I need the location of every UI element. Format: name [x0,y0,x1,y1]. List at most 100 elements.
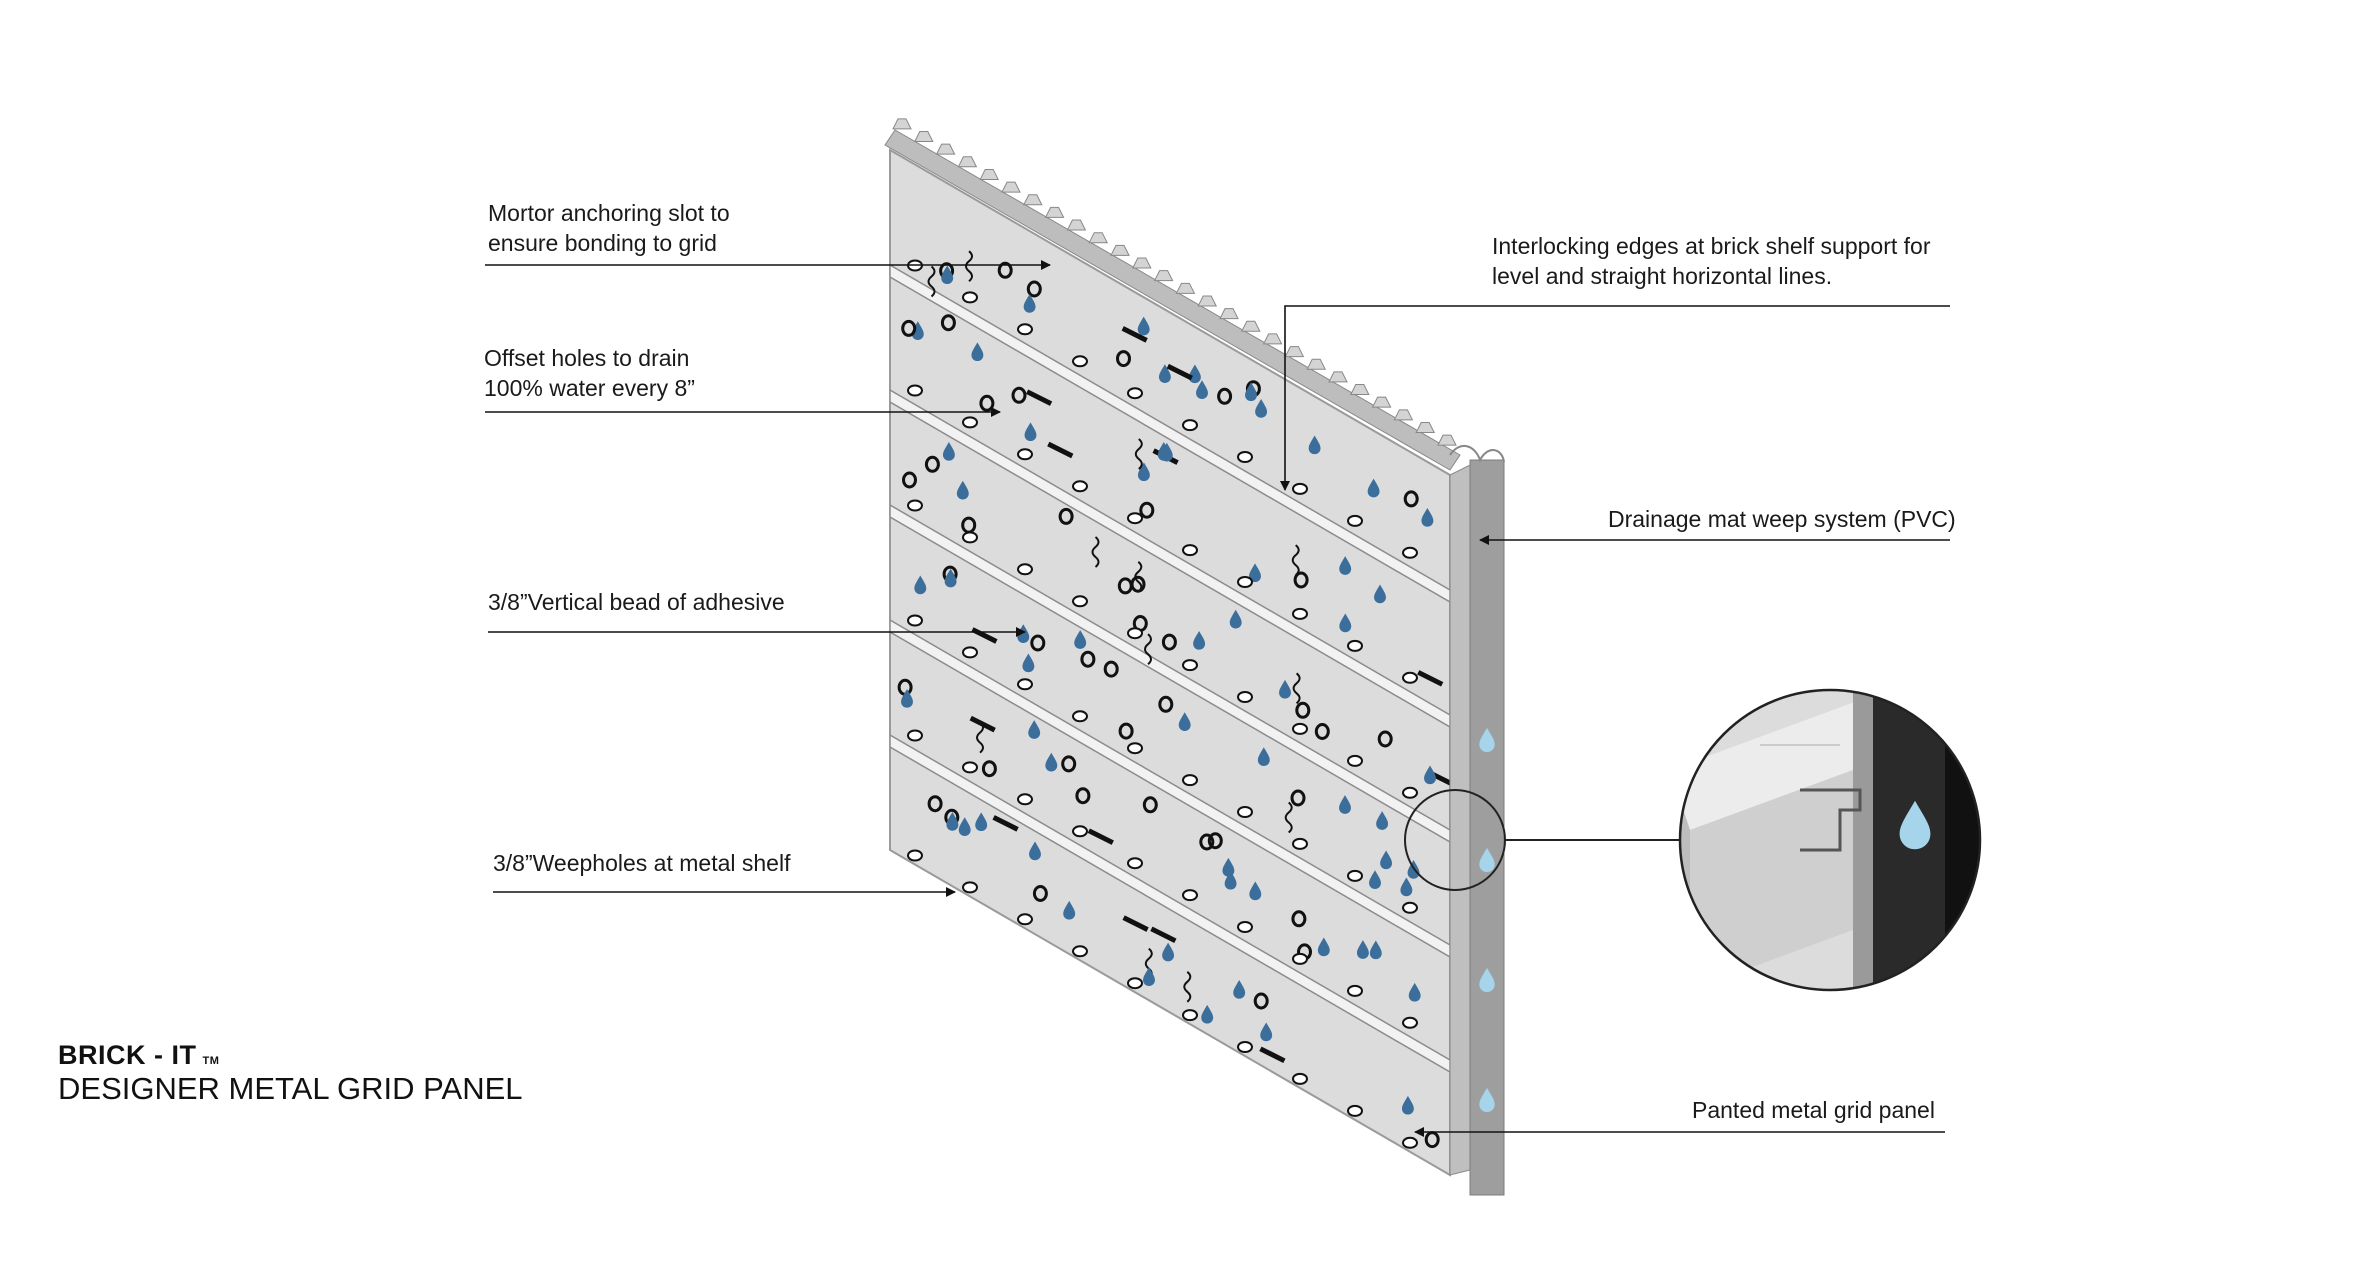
weephole-icon [1182,1009,1198,1022]
adhesive-squiggle-icon [1134,438,1143,470]
weephole-icon [1182,419,1198,432]
oval-hole-icon [1199,833,1215,851]
weephole-icon [907,729,923,742]
corrugation-tooth [892,118,912,130]
mortar-slot-icon [1122,915,1149,932]
oval-hole-icon [1158,695,1174,713]
mortar-slot-icon [1166,363,1193,381]
adhesive-squiggle-icon [965,250,973,282]
corrugation-tooth [1349,384,1370,396]
oval-hole-icon [927,795,943,813]
oval-hole-icon [1103,660,1119,678]
corrugation-tooth [1044,206,1065,218]
brick-shelf [890,733,1450,1074]
weephole-icon [1237,1041,1253,1053]
weephole-icon [962,291,978,304]
adhesive-squiggle-icon [1134,561,1143,593]
adhesive-squiggle-icon [1091,536,1100,568]
adhesive-squiggle-icon [1144,633,1152,665]
oval-hole-icon [981,760,997,778]
weephole-icon [1237,921,1253,933]
weephole-icon [907,849,923,862]
weephole-icon [962,881,978,894]
corrugation-tooth [1197,295,1218,307]
weephole-icon [1402,546,1418,559]
mortar-slot-icon [1150,926,1177,944]
oval-hole-icon [1117,577,1133,595]
weephole-icon [1127,977,1143,990]
weephole-icon [1402,671,1418,684]
weephole-icon [1072,480,1088,493]
weephole-icon [1127,512,1143,525]
oval-hole-icon [1403,490,1419,508]
corrugation-tooth [1306,358,1327,370]
weephole-icon [1017,448,1033,461]
weephole-icon [1017,793,1033,806]
weephole-icon [1127,627,1143,640]
mortar-slot-icon [1025,389,1053,406]
corrugation-tooth [1284,346,1305,358]
weephole-icon [962,646,978,659]
weephole-icon [1237,451,1253,463]
weephole-icon [1182,544,1198,557]
brick-shelf [890,618,1450,959]
mortar-slot-icon [1121,326,1148,343]
weephole-icon [1347,869,1363,882]
weephole-icon [1347,639,1363,652]
corrugation-tooth [1131,257,1152,269]
oval-hole-icon [1377,730,1393,748]
corrugation-tooth [1437,434,1457,446]
callout-painted-panel: Panted metal grid panel [1692,1097,1935,1123]
weephole-icon [1292,722,1308,735]
weephole-icon [1072,825,1088,838]
callout-vertical-bead: 3/8”Vertical bead of adhesive [488,589,785,615]
oval-hole-icon [1116,350,1131,368]
weephole-icon [1017,678,1033,691]
zoom-detail [1678,688,1982,992]
oval-hole-icon [997,261,1013,279]
corrugation-tooth [1219,308,1239,320]
callout-weepholes: 3/8”Weepholes at metal shelf [493,850,791,876]
weephole-icon [907,384,923,397]
weephole-icon [1347,754,1363,767]
brand-name: BRICK - IT [58,1040,197,1070]
corrugation-tooth [1393,409,1414,421]
weephole-icon [962,416,978,429]
corrugation-tooth [1175,282,1196,294]
oval-hole-icon [1080,650,1096,668]
oval-hole-icon [1161,633,1177,651]
weephole-icon [1017,323,1033,336]
oval-hole-icon [1075,787,1091,805]
weephole-icon [1017,913,1033,926]
brick-shelf [890,263,1450,604]
brick-shelf [890,503,1450,844]
corrugation-tooth [1262,333,1283,345]
oval-hole-icon [1207,832,1223,850]
oval-hole-icon [979,394,995,412]
oval-hole-icon [1291,910,1307,928]
weephole-icon [1292,952,1308,965]
corrugation-tooth [1110,244,1130,256]
weephole-icon [1292,482,1308,495]
adhesive-squiggle-icon [1292,672,1301,705]
corrugation-tooth [913,130,934,142]
corrugation-tooth [1328,371,1348,383]
weephole-icon [1237,576,1253,588]
callout-offset-holes: Offset holes to drain 100% water every 8… [484,345,695,401]
brick-shelf [890,388,1450,729]
weephole-icon [1347,514,1363,527]
corrugation-tooth [1066,219,1087,231]
mortar-slot-icon [1259,1046,1286,1064]
callout-mortar-slot: Mortor anchoring slot to ensure bonding … [488,200,730,256]
weephole-icon [1182,774,1198,787]
corrugation-tooth [1371,396,1392,408]
oval-hole-icon [901,319,917,337]
drainage-mat [1449,445,1505,1196]
weephole-icon [1072,355,1088,368]
adhesive-squiggle-icon [1183,971,1192,1003]
weephole-icon [1347,1104,1363,1117]
weephole-icon [1017,563,1033,576]
corrugation-tooth [1022,194,1043,206]
adhesive-squiggle-icon [976,721,984,754]
